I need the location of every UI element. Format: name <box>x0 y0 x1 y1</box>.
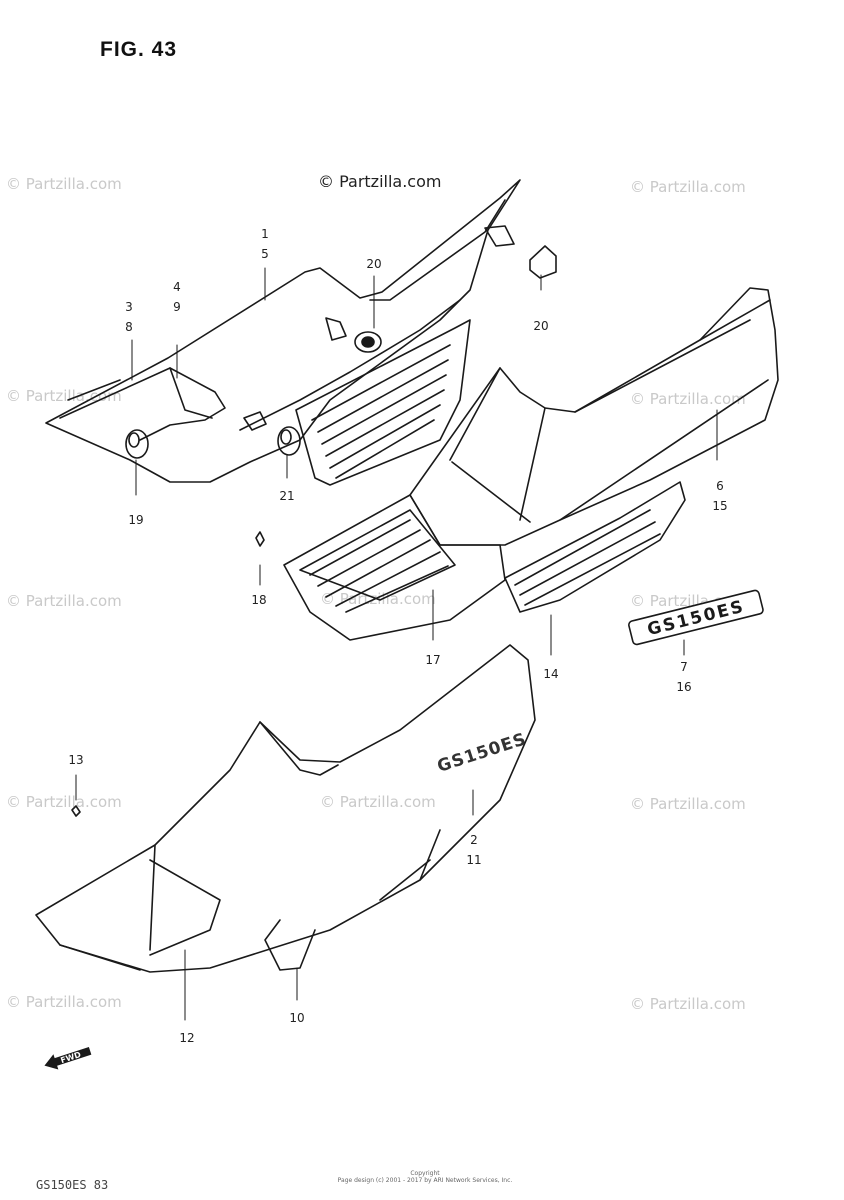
right-frame-cover <box>409 287 779 546</box>
grommet-20-upper <box>325 317 382 353</box>
callout-13: 13 <box>61 750 91 770</box>
callout-number: 10 <box>289 1011 305 1025</box>
callout-number: 6 <box>716 479 724 493</box>
side-emblem-graphic: GS150ES <box>628 589 764 646</box>
copyright-line: Page design (c) 2001 - 2017 by ARI Netwo… <box>337 1177 513 1184</box>
callout-6-15: 6 15 <box>705 476 735 516</box>
callout-number: 7 <box>680 660 688 674</box>
footer-copyright: Copyright Page design (c) 2001 - 2017 by… <box>330 1170 520 1184</box>
grommet-21 <box>243 411 301 456</box>
cover-emblem-graphic: GS150ES <box>435 729 529 777</box>
callout-number: 1 <box>261 227 269 241</box>
watermark: © Partzilla.com <box>6 175 122 193</box>
forward-arrow-icon: FWD <box>44 1046 92 1070</box>
left-frame-cover <box>45 179 521 483</box>
watermark: © Partzilla.com <box>630 390 746 408</box>
callout-number: 5 <box>261 247 269 261</box>
callout-4-9: 4 9 <box>162 277 192 317</box>
callout-10: 10 <box>282 1008 312 1028</box>
cover-emblem-text: GS150ES <box>435 729 529 777</box>
watermark-main: © Partzilla.com <box>318 172 442 191</box>
watermark: © Partzilla.com <box>6 592 122 610</box>
callout-number: 12 <box>179 1031 195 1045</box>
watermark: © Partzilla.com <box>6 993 122 1011</box>
callout-2-11: 2 11 <box>459 830 489 870</box>
callout-number: 11 <box>466 853 482 867</box>
callout-7-16: 7 16 <box>669 657 699 697</box>
callout-number: 19 <box>128 513 144 527</box>
watermark: © Partzilla.com <box>6 793 122 811</box>
callout-number: 20 <box>366 257 382 271</box>
callout-number: 13 <box>68 753 84 767</box>
watermark: © Partzilla.com <box>630 178 746 196</box>
footer-model-code: GS150ES 83 <box>36 1178 109 1192</box>
callout-number: 16 <box>676 680 692 694</box>
callout-3-8: 3 8 <box>114 297 144 337</box>
side-emblem-text: GS150ES <box>645 597 746 640</box>
left-side-panel <box>295 319 471 486</box>
callout-1-5: 1 5 <box>250 224 280 264</box>
callout-number: 21 <box>279 489 295 503</box>
callout-20-upper: 20 <box>359 254 389 274</box>
right-side-panel <box>283 494 506 641</box>
callout-number: 3 <box>125 300 133 314</box>
watermark: © Partzilla.com <box>630 995 746 1013</box>
callout-19: 19 <box>121 510 151 530</box>
callout-number: 18 <box>251 593 267 607</box>
fastener-13 <box>71 805 81 817</box>
fwd-label: FWD <box>59 1050 82 1065</box>
callout-number: 17 <box>425 653 441 667</box>
watermark: © Partzilla.com <box>630 795 746 813</box>
callout-18: 18 <box>244 590 274 610</box>
grommet-20-right <box>484 225 557 279</box>
callout-21: 21 <box>272 486 302 506</box>
callout-number: 8 <box>125 320 133 334</box>
callout-number: 9 <box>173 300 181 314</box>
callout-number: 2 <box>470 833 478 847</box>
figure-title: FIG. 43 <box>100 38 178 61</box>
callout-12: 12 <box>172 1028 202 1048</box>
grommet-19 <box>125 429 149 459</box>
clip-18 <box>255 531 265 547</box>
callout-20-right: 20 <box>526 316 556 336</box>
watermark: © Partzilla.com <box>320 793 436 811</box>
callout-number: 15 <box>712 499 728 513</box>
reflector-plate-14 <box>504 481 686 613</box>
leader-lines <box>75 267 718 1021</box>
callout-number: 4 <box>173 280 181 294</box>
callout-number: 14 <box>543 667 559 681</box>
callout-14: 14 <box>536 664 566 684</box>
tail-cover <box>35 644 536 973</box>
callout-number: 20 <box>533 319 549 333</box>
copyright-line: Copyright <box>410 1170 440 1177</box>
watermark: © Partzilla.com <box>6 387 122 405</box>
callout-17: 17 <box>418 650 448 670</box>
